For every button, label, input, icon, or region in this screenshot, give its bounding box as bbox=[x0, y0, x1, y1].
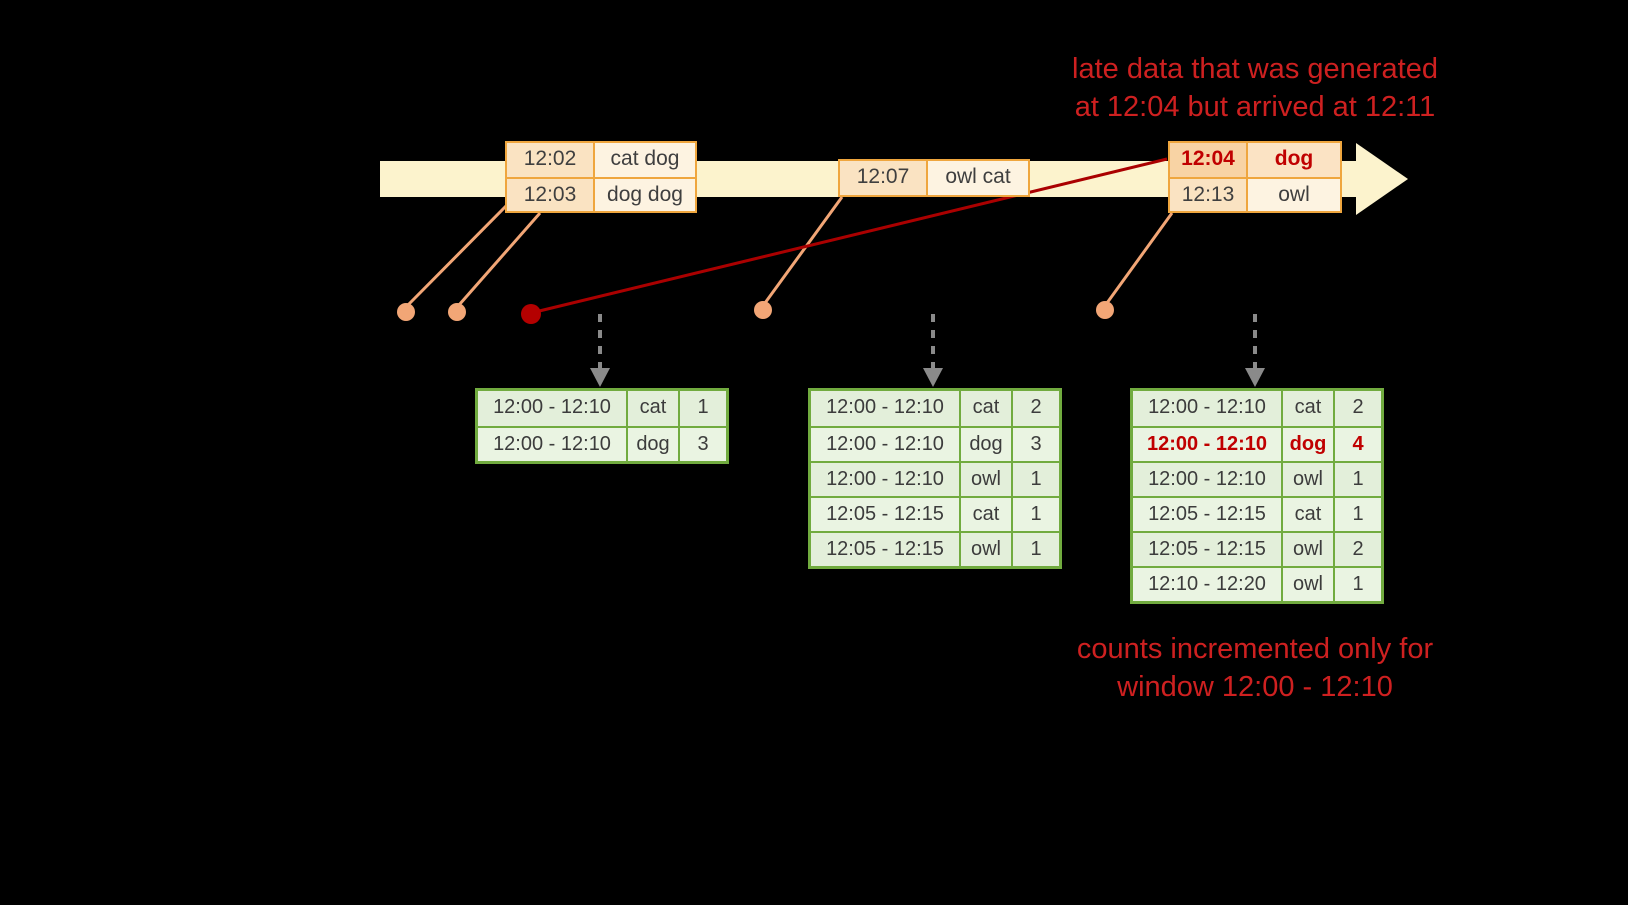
result-row: 12:00 - 12:10 dog 3 bbox=[478, 426, 726, 461]
word-cell: owl bbox=[1283, 568, 1335, 601]
result-table-2: 12:00 - 12:10 cat 2 12:00 - 12:10 dog 3 … bbox=[808, 388, 1062, 569]
count-cell: 4 bbox=[1335, 428, 1381, 461]
event-words-cell: owl cat bbox=[928, 161, 1028, 195]
window-cell: 12:00 - 12:10 bbox=[811, 428, 961, 461]
event-time-cell: 12:02 bbox=[507, 143, 595, 177]
window-cell: 12:05 - 12:15 bbox=[811, 533, 961, 566]
window-cell: 12:00 - 12:10 bbox=[1133, 428, 1283, 461]
count-cell: 3 bbox=[1013, 428, 1059, 461]
word-cell: dog bbox=[1283, 428, 1335, 461]
count-cell: 1 bbox=[1335, 568, 1381, 601]
event-words-cell: cat dog bbox=[595, 143, 695, 177]
event-row-late: 12:04 dog bbox=[1170, 143, 1340, 177]
result-row: 12:00 - 12:10 dog 3 bbox=[811, 426, 1059, 461]
event-row: 12:13 owl bbox=[1170, 177, 1340, 211]
event-row: 12:02 cat dog bbox=[507, 143, 695, 177]
late-data-annotation: late data that was generated at 12:04 bu… bbox=[1005, 50, 1505, 126]
event-words-cell: owl bbox=[1248, 179, 1340, 211]
word-cell: owl bbox=[1283, 463, 1335, 496]
word-cell: cat bbox=[961, 498, 1013, 531]
word-cell: cat bbox=[961, 391, 1013, 426]
event-box-1204-1213: 12:04 dog 12:13 owl bbox=[1168, 141, 1342, 213]
result-row: 12:00 - 12:10 cat 2 bbox=[811, 391, 1059, 426]
count-cell: 1 bbox=[1013, 498, 1059, 531]
count-cell: 1 bbox=[1013, 463, 1059, 496]
window-cell: 12:00 - 12:10 bbox=[811, 463, 961, 496]
word-cell: cat bbox=[628, 391, 680, 426]
count-cell: 2 bbox=[1013, 391, 1059, 426]
word-cell: dog bbox=[628, 428, 680, 461]
event-words-cell: dog dog bbox=[595, 179, 695, 211]
arrival-dots bbox=[397, 301, 1114, 321]
word-cell: owl bbox=[961, 463, 1013, 496]
event-box-1202-1203: 12:02 cat dog 12:03 dog dog bbox=[505, 141, 697, 213]
counts-annotation-line2: window 12:00 - 12:10 bbox=[1117, 671, 1393, 703]
event-time-cell: 12:07 bbox=[840, 161, 928, 195]
word-cell: owl bbox=[961, 533, 1013, 566]
result-row-updated: 12:00 - 12:10 dog 4 bbox=[1133, 426, 1381, 461]
counts-annotation-line1: counts incremented only for bbox=[1076, 633, 1434, 665]
late-data-annotation-line1: late data that was generated bbox=[1072, 53, 1438, 85]
result-row: 12:10 - 12:20 owl 1 bbox=[1133, 566, 1381, 601]
event-connector-lines bbox=[406, 196, 1174, 307]
word-cell: cat bbox=[1283, 391, 1335, 426]
result-row: 12:00 - 12:10 owl 1 bbox=[811, 461, 1059, 496]
word-cell: owl bbox=[1283, 533, 1335, 566]
event-row: 12:07 owl cat bbox=[840, 161, 1028, 195]
event-time-cell: 12:04 bbox=[1170, 143, 1248, 177]
count-cell: 3 bbox=[680, 428, 726, 461]
count-cell: 1 bbox=[680, 391, 726, 426]
event-time-cell: 12:13 bbox=[1170, 179, 1248, 211]
window-cell: 12:00 - 12:10 bbox=[1133, 463, 1283, 496]
event-box-1207: 12:07 owl cat bbox=[838, 159, 1030, 197]
count-cell: 1 bbox=[1335, 498, 1381, 531]
event-row: 12:03 dog dog bbox=[507, 177, 695, 211]
trigger-arrows bbox=[598, 314, 1257, 370]
late-data-annotation-line2: at 12:04 but arrived at 12:11 bbox=[1074, 91, 1436, 123]
result-row: 12:05 - 12:15 cat 1 bbox=[1133, 496, 1381, 531]
word-cell: cat bbox=[1283, 498, 1335, 531]
count-cell: 1 bbox=[1335, 463, 1381, 496]
window-cell: 12:05 - 12:15 bbox=[1133, 533, 1283, 566]
count-cell: 1 bbox=[1013, 533, 1059, 566]
counts-incremented-annotation: counts incremented only for window 12:00… bbox=[1005, 630, 1505, 706]
timeline-arrowhead-icon bbox=[1356, 143, 1408, 215]
result-table-1: 12:00 - 12:10 cat 1 12:00 - 12:10 dog 3 bbox=[475, 388, 729, 464]
result-row: 12:05 - 12:15 owl 1 bbox=[811, 531, 1059, 566]
result-row: 12:05 - 12:15 cat 1 bbox=[811, 496, 1059, 531]
window-cell: 12:00 - 12:10 bbox=[478, 391, 628, 426]
count-cell: 2 bbox=[1335, 391, 1381, 426]
window-cell: 12:00 - 12:10 bbox=[1133, 391, 1283, 426]
result-row: 12:00 - 12:10 cat 1 bbox=[478, 391, 726, 426]
late-data-dot bbox=[521, 304, 541, 324]
word-cell: dog bbox=[961, 428, 1013, 461]
result-row: 12:00 - 12:10 owl 1 bbox=[1133, 461, 1381, 496]
window-cell: 12:00 - 12:10 bbox=[478, 428, 628, 461]
event-words-cell: dog bbox=[1248, 143, 1340, 177]
result-row: 12:00 - 12:10 cat 2 bbox=[1133, 391, 1381, 426]
window-cell: 12:10 - 12:20 bbox=[1133, 568, 1283, 601]
result-table-3: 12:00 - 12:10 cat 2 12:00 - 12:10 dog 4 … bbox=[1130, 388, 1384, 604]
window-cell: 12:05 - 12:15 bbox=[811, 498, 961, 531]
window-cell: 12:00 - 12:10 bbox=[811, 391, 961, 426]
trigger-arrowheads bbox=[590, 368, 1265, 387]
result-row: 12:05 - 12:15 owl 2 bbox=[1133, 531, 1381, 566]
count-cell: 2 bbox=[1335, 533, 1381, 566]
event-time-cell: 12:03 bbox=[507, 179, 595, 211]
window-cell: 12:05 - 12:15 bbox=[1133, 498, 1283, 531]
